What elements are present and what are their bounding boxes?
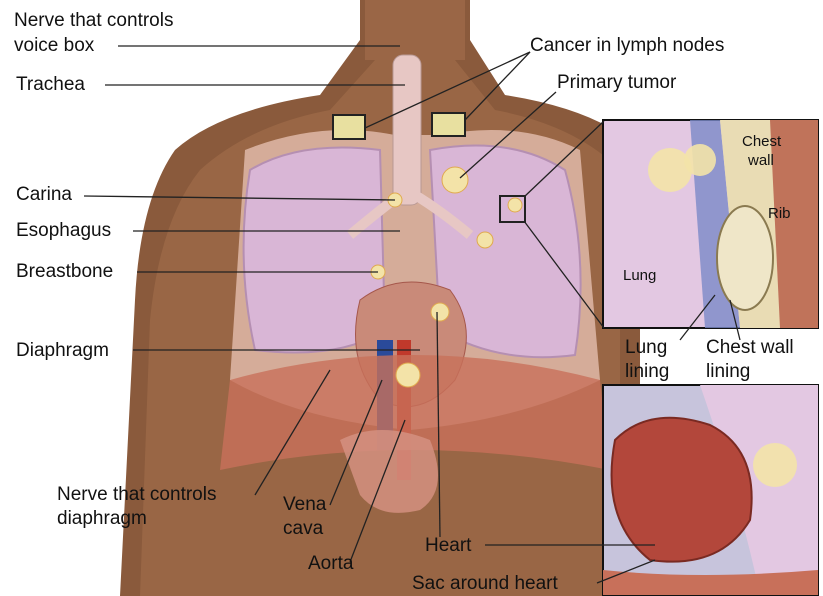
inset-label-chest-wall-line2: wall (748, 152, 774, 170)
label-nerve-voice-box-line1: Nerve that controls (14, 10, 173, 32)
label-chest-wall-lining-line1: Chest wall (706, 337, 794, 359)
lymph-node-box-right (432, 113, 465, 136)
label-trachea: Trachea (16, 74, 85, 96)
inset-heart (603, 385, 818, 595)
inset-label-lung: Lung (623, 267, 656, 285)
inset-chest-wall (603, 120, 818, 328)
label-lung-lining-line1: Lung (625, 337, 667, 359)
label-nerve-voice-box-line2: voice box (14, 35, 94, 57)
inset-label-rib: Rib (768, 205, 791, 223)
label-sac-around-heart: Sac around heart (412, 573, 558, 595)
label-nerve-diaphragm-line2: diaphragm (57, 508, 147, 530)
label-heart: Heart (425, 535, 471, 557)
label-esophagus: Esophagus (16, 220, 111, 242)
label-cancer-lymph-nodes: Cancer in lymph nodes (530, 35, 724, 57)
label-chest-wall-lining-line2: lining (706, 361, 750, 383)
label-breastbone: Breastbone (16, 261, 113, 283)
label-nerve-diaphragm-line1: Nerve that controls (57, 484, 216, 506)
lymph-node-box-left (333, 115, 365, 139)
label-aorta: Aorta (308, 553, 353, 575)
inset-label-chest-wall-line1: Chest (742, 133, 781, 151)
label-vena-cava-line2: cava (283, 518, 323, 540)
label-carina: Carina (16, 184, 72, 206)
label-diaphragm: Diaphragm (16, 340, 109, 362)
label-vena-cava-line1: Vena (283, 494, 326, 516)
label-primary-tumor: Primary tumor (557, 72, 676, 94)
label-lung-lining-line2: lining (625, 361, 669, 383)
